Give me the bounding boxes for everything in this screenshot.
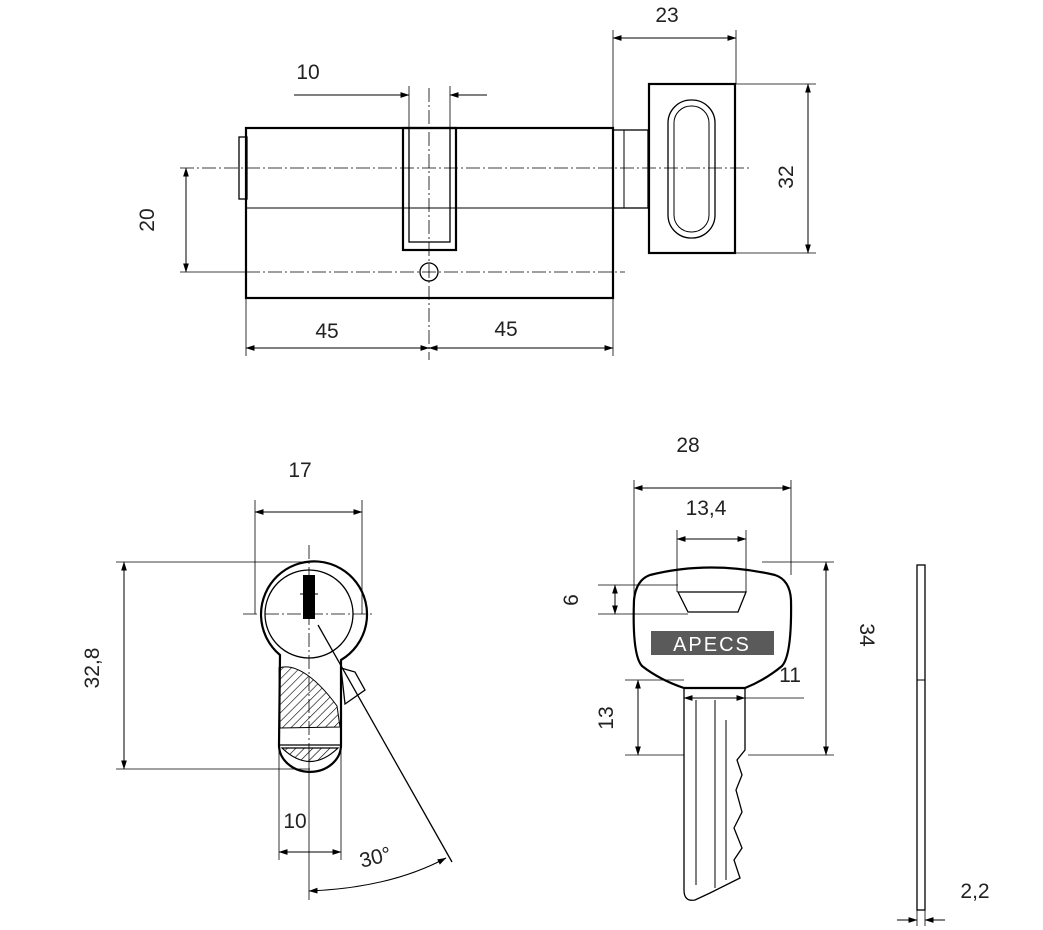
dim-label-23: 23: [655, 4, 678, 27]
thumbturn-grip-slot: [667, 99, 716, 239]
dim-label-32: 32: [775, 165, 798, 188]
thumbturn-knob: [647, 82, 737, 255]
dim-thumbturn-height: 32: [736, 83, 816, 254]
dim-halves: 45 45: [245, 298, 614, 356]
dim-label-17: 17: [288, 459, 311, 482]
cylinder-top-view: [180, 82, 752, 360]
bottom-stub: [280, 747, 340, 762]
dim-profile-bottom: 10: [278, 745, 342, 860]
dim-label-45-left: 45: [315, 320, 338, 343]
dim-profile-height: 32,8: [81, 561, 310, 770]
cam-slot-outer: [401, 126, 458, 252]
dim-label-2-2: 2,2: [960, 880, 989, 903]
cam-slot-inner: [408, 127, 451, 243]
thumbturn-grip-slot-inner: [673, 105, 710, 233]
dim-label-10-bottom: 10: [283, 810, 306, 833]
brand-band: [651, 631, 774, 655]
cam-lever: [340, 667, 366, 706]
dim-key-hole-width: 13,4: [676, 497, 747, 592]
cylinder-profile-view: [243, 545, 453, 863]
thumbturn-neck: [612, 129, 649, 209]
dim-label-13: 13: [595, 706, 618, 729]
key-blade: [683, 687, 746, 901]
dim-label-11: 11: [779, 664, 801, 687]
dim-label-34: 34: [855, 623, 878, 647]
dim-cylinder-height: 20: [136, 167, 246, 273]
key-head: [632, 566, 793, 690]
dim-profile-width: 17: [254, 459, 363, 614]
key-head-hole: [676, 591, 747, 613]
key-drawing: APECS: [632, 564, 926, 911]
dim-key-hole-height: 6: [560, 584, 688, 615]
dim-key-head-width: 28: [633, 434, 792, 600]
dim-label-45-right: 45: [494, 318, 517, 341]
dim-key-blade-start: 13: [595, 679, 684, 756]
dim-cam-width: 10: [294, 61, 487, 128]
dim-key-shoulder: 11: [683, 664, 804, 701]
cylinder-body: [244, 126, 615, 300]
key-brand-text: APECS: [673, 634, 751, 656]
dim-label-28: 28: [676, 434, 699, 457]
dim-label-30-deg: 30°: [357, 843, 393, 873]
dim-label-20: 20: [136, 208, 159, 231]
cam-hatch: [278, 666, 341, 729]
cam-angle-line: [317, 624, 453, 863]
dim-key-thickness: 2,2: [897, 880, 990, 926]
dim-label-32-8: 32,8: [81, 648, 104, 689]
dim-label-6: 6: [560, 594, 583, 606]
dim-label-10-top: 10: [296, 61, 319, 84]
dim-label-13-4: 13,4: [686, 497, 727, 520]
key-side-view: [916, 564, 926, 911]
profile-outline: [259, 560, 369, 773]
dim-key-length: 34: [748, 561, 878, 756]
dim-thumbturn-length: 23: [612, 4, 737, 128]
dim-cam-angle: 30°: [308, 745, 447, 900]
